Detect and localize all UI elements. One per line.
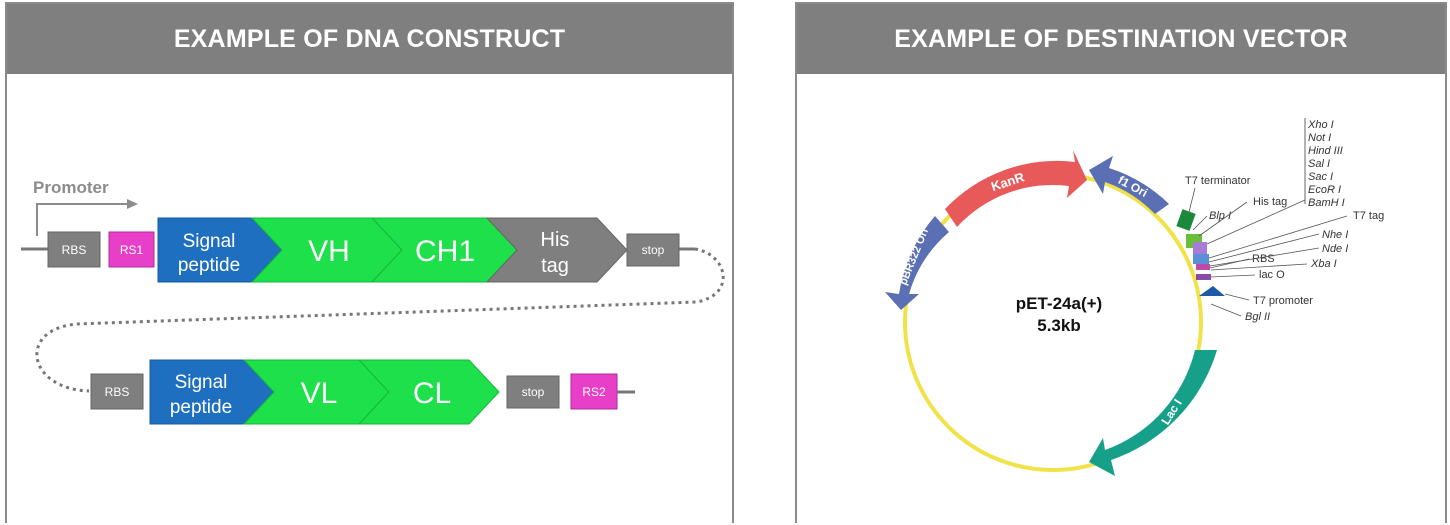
- site-xho: Xho I: [1307, 119, 1334, 131]
- row2-vl-label: VL: [301, 377, 338, 410]
- row1-vh-label: VH: [308, 235, 350, 268]
- laci-arc: [1089, 350, 1217, 476]
- his-tag-label: His tag: [1253, 196, 1287, 208]
- row2-cl-segment: [357, 359, 500, 425]
- promoter-arrowhead: [127, 199, 138, 209]
- row1-rbs-box: [47, 231, 101, 268]
- site-bamh: BamH I: [1308, 197, 1345, 209]
- row1-signal-line1: Signal: [183, 231, 236, 252]
- row1-his-tag-segment: [485, 217, 628, 283]
- t7-tag-label: T7 tag: [1353, 210, 1384, 222]
- rbs-label: RBS: [1252, 253, 1275, 265]
- leader-t7-terminator: [1188, 187, 1196, 213]
- t7-terminator-label: T7 terminator: [1185, 175, 1251, 187]
- panel-title: EXAMPLE OF DESTINATION VECTOR: [797, 4, 1445, 74]
- promoter-label: Promoter: [33, 178, 109, 197]
- leader-rbs: [1209, 258, 1250, 269]
- destination-vector-panel: EXAMPLE OF DESTINATION VECTOR KanR f1 Or…: [795, 2, 1447, 523]
- row1-ch1-label: CH1: [415, 235, 475, 268]
- row2-signal-line1: Signal: [175, 372, 228, 393]
- bgl-label: Bgl II: [1245, 311, 1270, 323]
- t7-promoter-arrow: [1199, 286, 1225, 296]
- site-not: Not I: [1308, 132, 1331, 144]
- t7-tag-block: [1193, 254, 1209, 264]
- leader-nhe: [1208, 233, 1320, 263]
- row2-rs2-box: [570, 373, 618, 410]
- row1-stop-label: stop: [642, 243, 665, 257]
- t7-terminator-block: [1176, 209, 1196, 231]
- row2-cl-label: CL: [413, 377, 451, 410]
- site-ecor: EcoR I: [1308, 184, 1341, 196]
- site-sac: Sac I: [1308, 171, 1333, 183]
- rbs-block: [1196, 264, 1210, 270]
- leader-mcs: [1206, 199, 1306, 245]
- lac-o-label: lac O: [1259, 269, 1285, 281]
- site-sal: Sal I: [1308, 158, 1330, 170]
- row2-rbs-box: [90, 373, 144, 410]
- kanr-arc: [945, 150, 1087, 227]
- row1-signal-line2: peptide: [178, 255, 240, 276]
- leader-lac-o: [1210, 274, 1256, 278]
- plasmid-name: pET-24a(+): [1016, 294, 1102, 313]
- leader-blp: [1192, 215, 1208, 231]
- construct-diagram: Promoter RBS RS1 Signal peptide VH CH1 H…: [21, 178, 725, 425]
- pbr322-ori-arc: [885, 216, 949, 310]
- nde-label: Nde I: [1322, 243, 1348, 255]
- leader-his-tag: [1198, 201, 1248, 237]
- leader-t7-tag: [1208, 215, 1348, 259]
- row1-rs1-label: RS1: [120, 243, 144, 257]
- blp-label: Blp I: [1209, 210, 1231, 222]
- plasmid-map: KanR f1 Ori pBR322 Ori Lac I pET-24a(+) …: [885, 118, 1384, 476]
- row1-rs1-box: [108, 231, 155, 268]
- leader-bgl: [1210, 303, 1242, 317]
- leader-lines: [1188, 187, 1348, 317]
- row1-his-line2: tag: [541, 255, 569, 277]
- lac-o-block: [1196, 274, 1211, 280]
- plasmid-size: 5.3kb: [1037, 316, 1080, 335]
- panel-title: EXAMPLE OF DNA CONSTRUCT: [7, 4, 732, 74]
- row2-signal-line2: peptide: [170, 397, 232, 418]
- row1-stop-box: [626, 233, 680, 267]
- leader-nde: [1209, 247, 1320, 267]
- leader-t7-promoter: [1224, 293, 1250, 301]
- mcs-block: [1193, 242, 1207, 254]
- leader-xba: [1210, 263, 1308, 271]
- site-hind: Hind III: [1308, 145, 1343, 157]
- t7-promoter-label: T7 promoter: [1253, 295, 1313, 307]
- row2-stop-box: [506, 375, 560, 409]
- row2-stop-label: stop: [522, 385, 545, 399]
- row2-rs2-label: RS2: [582, 385, 606, 399]
- restriction-site-list: Xho I Not I Hind III Sal I Sac I EcoR I …: [1307, 119, 1345, 209]
- row2-rbs-label: RBS: [105, 385, 130, 399]
- row1-his-line1: His: [541, 229, 570, 251]
- xba-label: Xba I: [1310, 258, 1337, 270]
- linker-dotted-line: [35, 247, 725, 393]
- row1-rbs-label: RBS: [62, 243, 87, 257]
- nhe-label: Nhe I: [1322, 229, 1348, 241]
- f1-ori-arc: [1089, 156, 1169, 214]
- dna-construct-panel: EXAMPLE OF DNA CONSTRUCT Promoter RBS RS…: [5, 2, 734, 523]
- promoter-arrow: [36, 203, 129, 236]
